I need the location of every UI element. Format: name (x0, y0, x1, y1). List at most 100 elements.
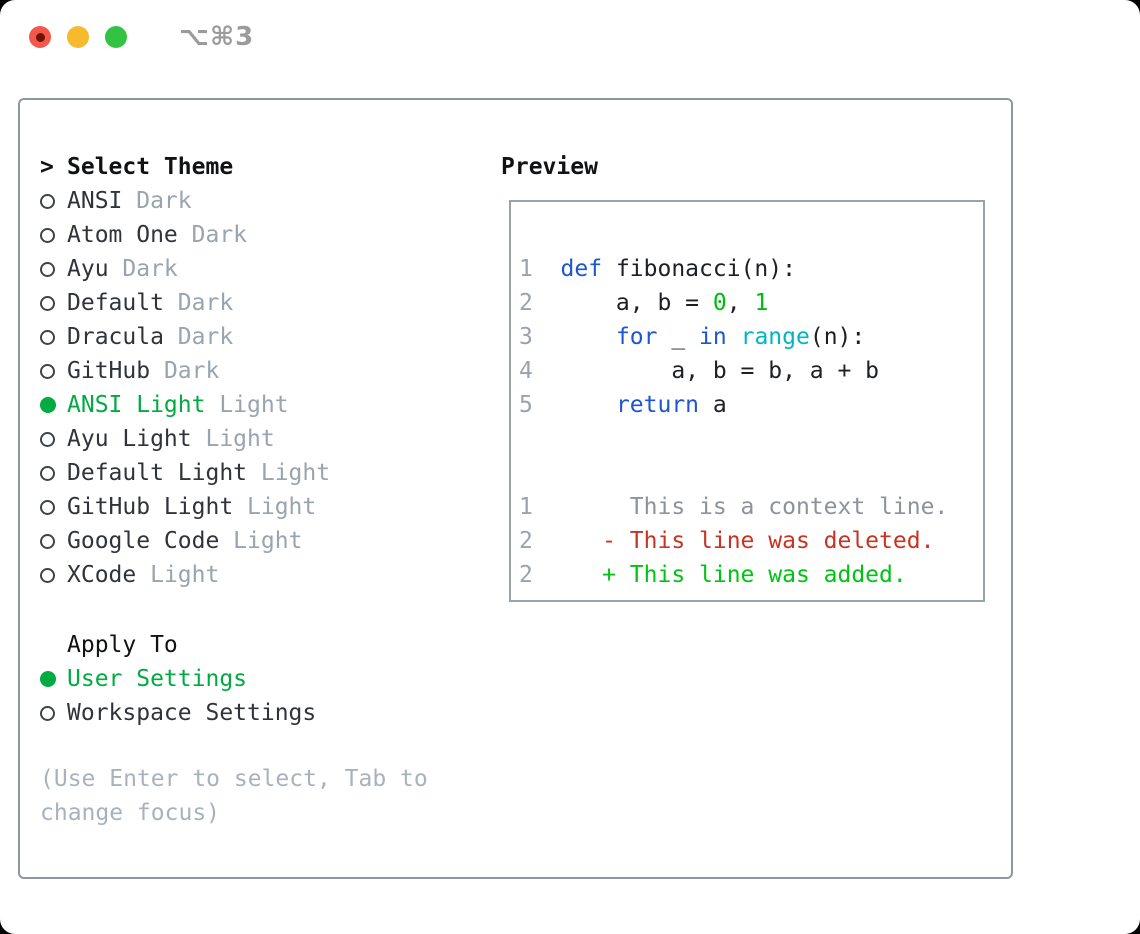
code-segment: range (740, 324, 810, 350)
theme-option-dracula-dark[interactable]: Dracula Dark (40, 320, 480, 354)
radio-icon (40, 465, 55, 481)
radio-selected-icon (40, 671, 56, 687)
line-number: 4 (519, 358, 561, 384)
theme-option-default-dark[interactable]: Default Dark (40, 286, 480, 320)
code-segment: for (615, 324, 658, 350)
line-number: 2 (519, 528, 561, 554)
theme-variant-tag: Dark (163, 324, 234, 350)
code-segment (727, 324, 741, 350)
theme-name: GitHub Light (67, 494, 234, 520)
code-segment: 1 (754, 290, 769, 316)
apply-option-workspace-settings[interactable]: Workspace Settings (40, 696, 480, 730)
radio-icon (40, 431, 55, 447)
code-segment: in (699, 324, 727, 350)
theme-list-title: Select Theme (67, 154, 234, 180)
theme-option-xcode-light[interactable]: XCode Light (40, 558, 480, 592)
theme-option-ansi-dark[interactable]: ANSI Dark (40, 184, 480, 218)
titlebar: ⌥⌘3 (29, 22, 254, 52)
theme-variant-tag: Dark (122, 188, 192, 214)
code-segment: , (726, 290, 755, 316)
line-number: 2 (519, 290, 561, 316)
apply-option-label: Workspace Settings (67, 700, 317, 726)
theme-option-default-light-light[interactable]: Default Light Light (40, 456, 480, 490)
theme-name: Dracula (67, 324, 164, 350)
theme-name: GitHub (67, 358, 151, 384)
unsaved-indicator-icon (35, 32, 45, 42)
theme-variant-tag: Light (205, 392, 289, 418)
line-number: 5 (519, 392, 561, 418)
theme-list-title-row: > Select Theme (40, 150, 480, 184)
radio-icon (40, 533, 55, 549)
radio-icon (40, 295, 55, 311)
theme-name: Ayu (67, 256, 109, 282)
theme-name: Default Light (67, 460, 248, 486)
focus-caret-icon: > (40, 154, 54, 180)
line-number: 1 (519, 256, 561, 282)
close-button[interactable] (29, 26, 51, 48)
theme-option-ayu-light-light[interactable]: Ayu Light Light (40, 422, 480, 456)
radio-icon (40, 227, 55, 243)
theme-option-github-dark[interactable]: GitHub Dark (40, 354, 480, 388)
radio-selected-icon (40, 397, 56, 413)
code-line (519, 456, 983, 490)
line-number: 1 (519, 494, 561, 520)
help-text: (Use Enter to select, Tab to change focu… (40, 766, 442, 826)
code-segment: (n): (809, 324, 866, 350)
theme-name: Ayu Light (67, 426, 192, 452)
code-segment: fibonacci(n): (602, 256, 796, 282)
code-segment: - This line was deleted. (560, 528, 935, 554)
code-segment: a (699, 392, 727, 418)
code-line: 2 + This line was added. (519, 558, 983, 592)
radio-icon (40, 261, 55, 277)
code-segment: 0 (712, 290, 727, 316)
radio-icon (40, 193, 55, 209)
radio-icon (40, 363, 55, 379)
radio-icon (40, 705, 55, 721)
code-line: 4 a, b = b, a + b (519, 354, 983, 388)
apply-option-label: User Settings (67, 666, 248, 692)
theme-option-ayu-dark[interactable]: Ayu Dark (40, 252, 480, 286)
theme-option-ansi-light-light[interactable]: ANSI Light Light (40, 388, 480, 422)
code-line (519, 422, 983, 456)
theme-name: Default (67, 290, 164, 316)
theme-variant-tag: Dark (108, 256, 178, 282)
line-number (519, 426, 561, 452)
theme-variant-tag: Light (233, 494, 317, 520)
code-segment: a, b = b, a + b (560, 358, 880, 384)
theme-name: Atom One (67, 222, 178, 248)
theme-variant-tag: Light (136, 562, 220, 588)
theme-name: Google Code (67, 528, 220, 554)
theme-name: ANSI (67, 188, 123, 214)
theme-variant-tag: Light (191, 426, 275, 452)
apply-to-title: Apply To (67, 632, 178, 658)
apply-option-user-settings[interactable]: User Settings (40, 662, 480, 696)
code-line: 3 for _ in range(n): (519, 320, 983, 354)
theme-option-google-code-light[interactable]: Google Code Light (40, 524, 480, 558)
radio-icon (40, 329, 55, 345)
window-shortcut-label: ⌥⌘3 (179, 22, 255, 52)
minimize-button[interactable] (67, 26, 89, 48)
code-segment: def (560, 256, 603, 282)
theme-variant-tag: Dark (150, 358, 220, 384)
code-line: 2 - This line was deleted. (519, 524, 983, 558)
line-number (519, 460, 561, 486)
code-line: 1 This is a context line. (519, 490, 983, 524)
code-segment: + This line was added. (560, 562, 907, 588)
theme-variant-tag: Light (247, 460, 331, 486)
theme-option-github-light-light[interactable]: GitHub Light Light (40, 490, 480, 524)
radio-icon (40, 499, 55, 515)
zoom-button[interactable] (105, 26, 127, 48)
apply-to-title-row: Apply To (40, 628, 480, 662)
theme-name: ANSI Light (67, 392, 206, 418)
radio-icon (40, 567, 55, 583)
code-line: 2 a, b = 0, 1 (519, 286, 983, 320)
theme-option-atom-one-dark[interactable]: Atom One Dark (40, 218, 480, 252)
code-segment (561, 392, 616, 418)
code-segment: This is a context line. (560, 494, 949, 520)
